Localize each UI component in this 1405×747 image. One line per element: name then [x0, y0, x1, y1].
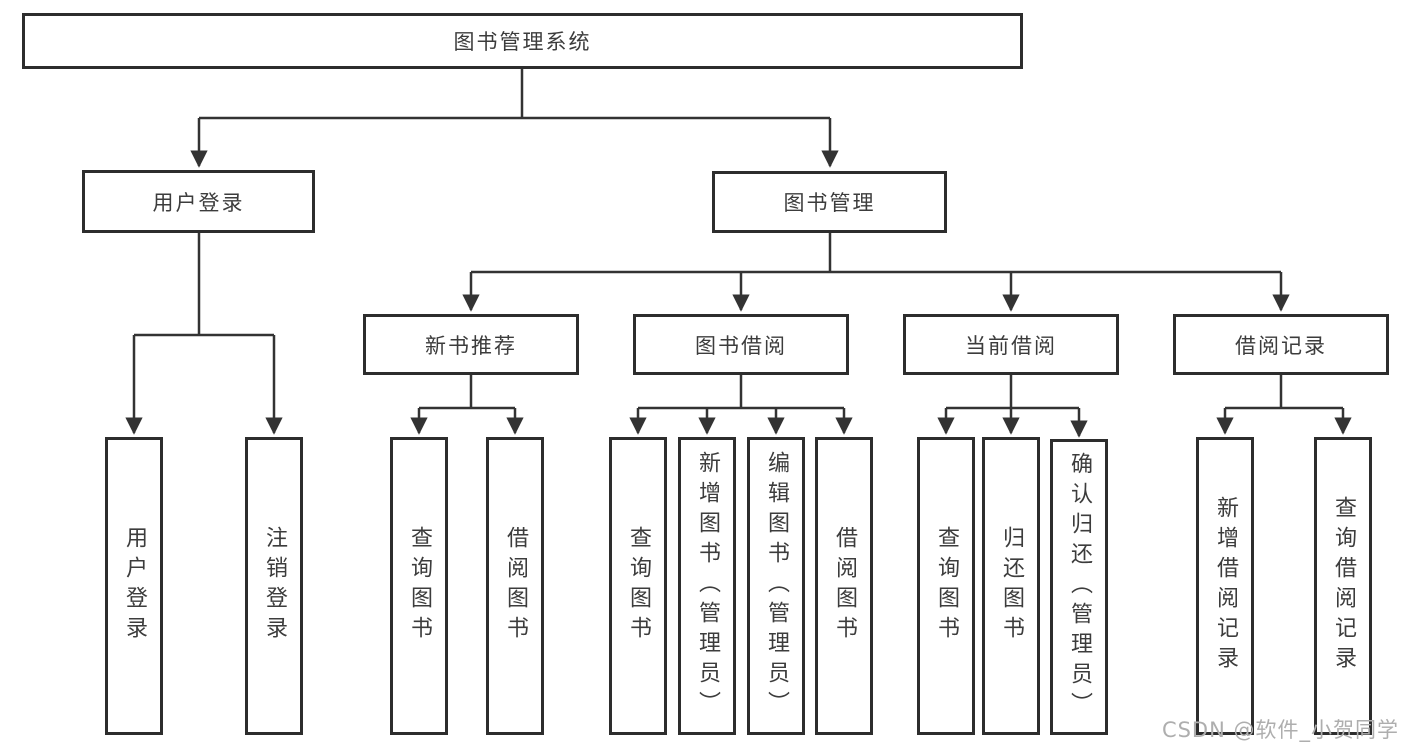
- csdn-watermark: CSDN @软件_小贺同学: [1161, 718, 1399, 742]
- leaf-borrow-books-recommend: 借阅图书: [486, 437, 544, 735]
- leaf-borrow-books: 借阅图书: [815, 437, 873, 735]
- node-borrow-record: 借阅记录: [1173, 314, 1389, 375]
- leaf-query-books-borrow: 查询图书: [609, 437, 667, 735]
- leaf-add-borrow-record: 新增借阅记录: [1196, 437, 1254, 735]
- leaf-edit-book-admin: 编辑图书（管理员）: [747, 437, 805, 735]
- leaf-add-book-admin: 新增图书（管理员）: [678, 437, 736, 735]
- leaf-logout: 注销登录: [245, 437, 303, 735]
- node-book-management: 图书管理: [712, 171, 947, 233]
- leaf-confirm-return-admin: 确认归还（管理员）: [1050, 439, 1108, 735]
- node-user-login: 用户登录: [82, 170, 315, 233]
- node-root-library-system: 图书管理系统: [22, 13, 1023, 69]
- leaf-query-borrow-record: 查询借阅记录: [1314, 437, 1372, 735]
- leaf-query-books-current: 查询图书: [917, 437, 975, 735]
- node-current-borrow: 当前借阅: [903, 314, 1119, 375]
- leaf-user-login: 用户登录: [105, 437, 163, 735]
- leaf-query-books-recommend: 查询图书: [390, 437, 448, 735]
- leaf-return-book: 归还图书: [982, 437, 1040, 735]
- node-book-borrow: 图书借阅: [633, 314, 849, 375]
- node-new-book-recommend: 新书推荐: [363, 314, 579, 375]
